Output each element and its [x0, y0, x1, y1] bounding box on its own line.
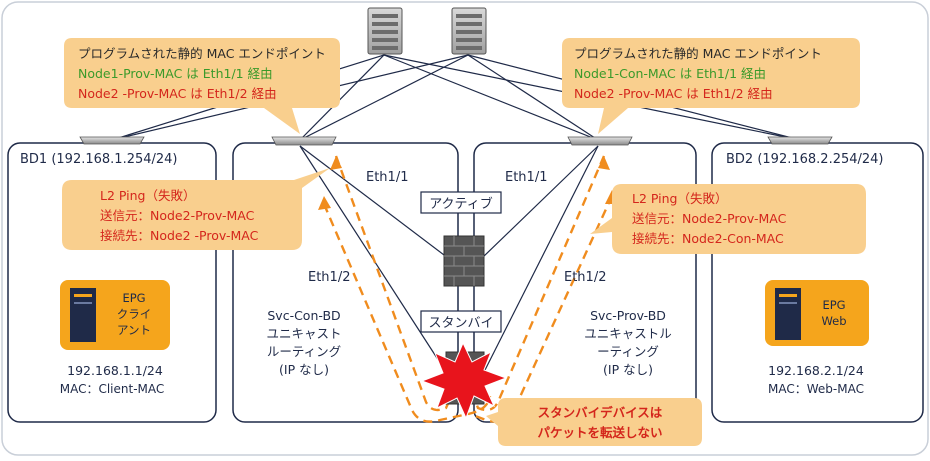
callout-left-ping-title: L2 Ping（失敗）: [100, 188, 195, 203]
firewall-active: [443, 235, 485, 287]
callout-left-ping-line2: 接続先：Node2 -Prov-MAC: [100, 228, 259, 243]
callout-right-top-title: プログラムされた静的 MAC エンドポイント: [574, 46, 822, 61]
svc-prov-line3: ーティング: [597, 344, 659, 359]
epg-client-line1: EPG: [122, 291, 145, 305]
leaf-switch-2: [271, 136, 337, 146]
callout-right-ping-line2: 接続先：Node2-Con-MAC: [632, 231, 784, 246]
bd1-mac: MAC：Client-MAC: [60, 382, 165, 396]
port-label-left-eth2: Eth1/2: [308, 270, 350, 285]
svc-con-line2: ユニキャスト: [266, 326, 341, 341]
failure-burst-icon: [420, 341, 508, 420]
bd1-ip: 192.168.1.1/24: [67, 363, 163, 378]
leaf-switch-1: [79, 136, 145, 145]
active-label: アクティブ: [429, 196, 493, 212]
bd2-ip: 192.168.2.1/24: [768, 363, 864, 378]
svc-prov-line2: ユニキャストル: [584, 326, 672, 341]
port-label-left-eth1: Eth1/1: [366, 170, 408, 185]
packet-paths: [322, 155, 614, 423]
active-label-box: [420, 191, 502, 214]
epg-client-line2: クライ: [117, 307, 152, 321]
epg-client-node: EPG クライ アント: [60, 280, 170, 350]
svc-con-line1: Svc-Con-BD: [267, 308, 340, 323]
callout-left-ping: L2 Ping（失敗） 送信元：Node2-Prov-MAC 接続先：Node2…: [62, 168, 330, 250]
callout-right-top-line2: Node2 -Prov-MAC は Eth1/2 経由: [574, 86, 773, 101]
spine-switch-2: [451, 7, 487, 55]
bd2-mac: MAC：Web-MAC: [768, 382, 864, 396]
arrowhead-left-top: [330, 156, 342, 170]
spine-switch-1: [367, 7, 403, 55]
callout-standby-line1: スタンバイデバイスは: [538, 405, 663, 420]
bd1-title: BD1 (192.168.1.254/24): [20, 152, 178, 167]
callout-right-ping: L2 Ping（失敗） 送信元：Node2-Prov-MAC 接続先：Node2…: [590, 184, 866, 254]
svc-prov-line1: Svc-Prov-BD: [590, 308, 666, 323]
callout-right-top-line1: Node1-Con-MAC は Eth1/1 経由: [574, 66, 766, 81]
arrowhead-left-mid: [318, 196, 331, 210]
callout-right-ping-title: L2 Ping（失敗）: [632, 191, 727, 206]
callout-left-top-title: プログラムされた静的 MAC エンドポイント: [78, 46, 326, 61]
epg-client-line3: アント: [117, 323, 151, 337]
arrowhead-right-top: [598, 156, 610, 170]
svc-con-line3: ルーティング: [267, 344, 341, 359]
svc-prov-line4: (IP なし): [603, 362, 653, 377]
standby-label-box: [420, 310, 502, 333]
callout-left-ping-line1: 送信元：Node2-Prov-MAC: [100, 208, 255, 223]
callout-left-top: プログラムされた静的 MAC エンドポイント Node1-Prov-MAC は …: [64, 38, 340, 134]
epg-web-line2: Web: [821, 314, 846, 328]
epg-web-line1: EPG: [822, 298, 845, 312]
leaf-switch-4: [767, 136, 833, 145]
port-label-right-eth2: Eth1/2: [564, 270, 606, 285]
callout-right-top: プログラムされた静的 MAC エンドポイント Node1-Con-MAC は E…: [562, 38, 860, 134]
callout-standby-line2: パケットを転送しない: [537, 425, 662, 440]
callout-left-top-line2: Node2 -Prov-MAC は Eth1/2 経由: [78, 86, 277, 101]
leaf-switch-3: [567, 136, 633, 146]
callout-standby-note: スタンバイデバイスは パケットを転送しない: [486, 398, 702, 446]
svc-con-line4: (IP なし): [279, 362, 329, 377]
bd2-title: BD2 (192.168.2.254/24): [726, 152, 884, 167]
callout-right-ping-line1: 送信元：Node2-Prov-MAC: [632, 211, 787, 226]
standby-label: スタンバイ: [428, 316, 493, 331]
callout-left-top-line1: Node1-Prov-MAC は Eth1/1 経由: [78, 66, 273, 81]
epg-web-node: EPG Web: [765, 280, 869, 346]
port-label-right-eth1: Eth1/1: [505, 170, 547, 185]
